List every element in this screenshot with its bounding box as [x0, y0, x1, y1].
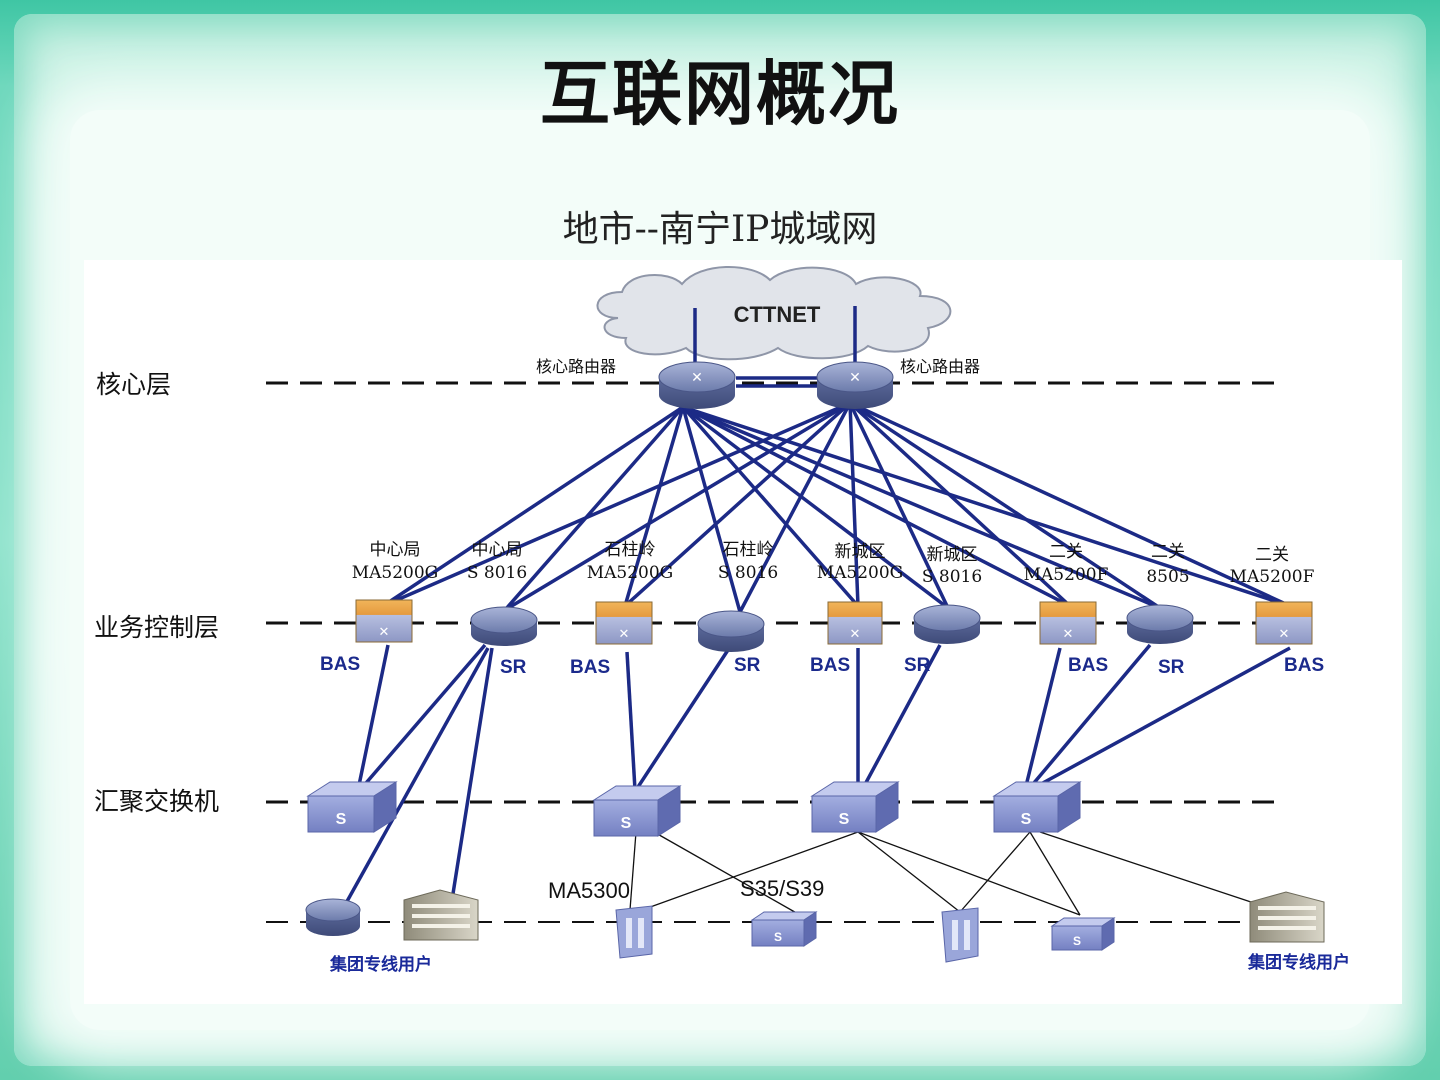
bas-device-4: ✕ [827, 601, 883, 645]
sr-router-3 [697, 610, 765, 652]
node-2-type: BAS [570, 657, 610, 678]
svg-text:✕: ✕ [1279, 627, 1290, 642]
bas-device-6: ✕ [1039, 601, 1097, 645]
node-8-site: 二关 [1255, 545, 1289, 565]
node-5-type: SR [904, 655, 931, 676]
sr-router-1 [470, 606, 538, 646]
svg-text:✕: ✕ [379, 625, 390, 640]
diagram-subtitle: 地市--南宁IP城域网 [562, 209, 878, 250]
cloud-label: CTTNET [734, 302, 821, 327]
switch-letter: S [1021, 811, 1032, 828]
user-label-left: 集团专线用户 [329, 954, 432, 975]
node-2-site: 石柱岭 [605, 540, 656, 560]
building-left-icon [403, 889, 479, 941]
layer-label-core: 核心层 [96, 370, 171, 399]
node-7-type: SR [1158, 657, 1185, 678]
node-2-model: MA5200G [587, 563, 674, 583]
agg-switch-4: S [992, 781, 1082, 833]
core-router-label-right: 核心路由器 [900, 357, 980, 376]
slide-title: 互联网概况 [540, 53, 900, 135]
node-3-model: S 8016 [718, 563, 778, 583]
access-switch-1: S [750, 911, 818, 947]
ma5300-label: MA5300 [548, 878, 630, 903]
ma5300-device-2 [941, 907, 979, 963]
sr-router-7 [1126, 604, 1194, 644]
svg-text:✕: ✕ [849, 370, 861, 386]
node-1-model: S 8016 [467, 563, 527, 583]
node-4-site: 新城区 [835, 542, 886, 562]
svg-text:✕: ✕ [619, 627, 630, 642]
node-7-model: 8505 [1146, 567, 1189, 587]
switch-letter: S [1073, 934, 1081, 948]
node-5-site: 新城区 [927, 545, 978, 565]
node-4-model: MA5200G [817, 563, 904, 583]
network-links [343, 306, 1291, 906]
node-1-site: 中心局 [472, 540, 523, 560]
agg-switch-3: S [810, 781, 900, 833]
node-1-type: SR [500, 657, 527, 678]
node-0-model: MA5200G [352, 563, 439, 583]
core-router-label-left: 核心路由器 [536, 357, 616, 376]
core-router-left: ✕ [658, 361, 736, 409]
access-switch-2: S [1050, 917, 1116, 951]
svg-text:✕: ✕ [850, 627, 861, 642]
node-6-site: 二关 [1049, 542, 1083, 562]
switch-letter: S [774, 930, 782, 944]
layer-dividers [266, 381, 1285, 923]
layer-label-aggregation: 汇聚交换机 [94, 787, 219, 816]
bas-device-8: ✕ [1255, 601, 1313, 645]
access-links [629, 831, 1261, 916]
node-0-site: 中心局 [370, 540, 421, 560]
bas-device-0: ✕ [355, 599, 413, 643]
access-router-left [305, 898, 361, 936]
node-8-model: MA5200F [1230, 567, 1315, 587]
switch-letter: S [336, 811, 347, 828]
switch-letter: S [621, 815, 632, 832]
node-8-type: BAS [1284, 655, 1324, 676]
type-captions: BAS SR BAS SR BAS SR BAS SR BAS [320, 654, 1324, 678]
ma5300-device-1 [615, 905, 653, 959]
bas-device-2: ✕ [595, 601, 653, 645]
service-captions: 中心局 MA5200G 中心局 S 8016 石柱岭 MA5200G 石柱岭 S… [352, 540, 1315, 587]
agg-switch-1: S [306, 781, 398, 833]
node-4-type: BAS [810, 655, 850, 676]
switch-letter: S [839, 811, 850, 828]
node-6-type: BAS [1068, 655, 1108, 676]
node-3-type: SR [734, 655, 761, 676]
svg-text:✕: ✕ [691, 370, 703, 386]
node-6-model: MA5200F [1024, 565, 1109, 585]
core-router-right: ✕ [816, 361, 894, 409]
node-0-type: BAS [320, 654, 360, 675]
sr-router-5 [913, 604, 981, 644]
svg-text:✕: ✕ [1063, 627, 1074, 642]
agg-switch-2: S [592, 785, 682, 837]
node-7-site: 二关 [1151, 542, 1185, 562]
node-5-model: S 8016 [922, 567, 982, 587]
user-label-right: 集团专线用户 [1247, 952, 1350, 973]
building-right-icon [1249, 891, 1325, 943]
layer-label-service: 业务控制层 [94, 613, 219, 642]
cttnet-cloud: CTTNET [596, 265, 952, 361]
node-3-site: 石柱岭 [723, 540, 774, 560]
s35-s39-label: S35/S39 [740, 876, 824, 901]
